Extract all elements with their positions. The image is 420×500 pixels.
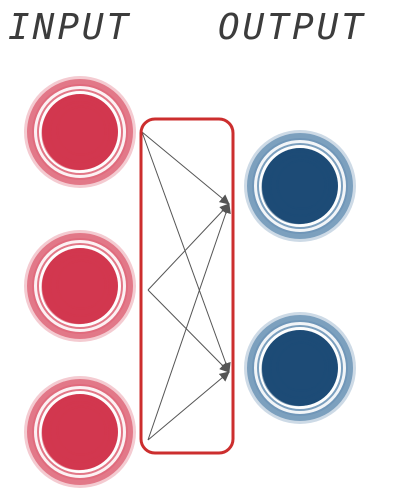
nodes-group: [24, 76, 356, 488]
connection-line-in2-out2: [147, 289, 230, 373]
connections-group: [141, 131, 231, 441]
output-node-1: [244, 130, 356, 242]
output-node-2: [244, 312, 356, 424]
input-node-3: [24, 376, 136, 488]
connection-line-in2-out1: [147, 203, 230, 291]
output-layer-label: OUTPUT: [218, 7, 367, 48]
connection-line-in1-out2: [141, 131, 231, 373]
input-layer-label: INPUT: [8, 7, 132, 48]
connection-line-in3-out1: [147, 203, 231, 441]
connection-line-in3-out2: [147, 371, 230, 441]
connection-line-in1-out1: [141, 131, 230, 205]
weights-box: [139, 117, 235, 455]
input-node-2: [24, 230, 136, 342]
input-node-1: [24, 76, 136, 188]
